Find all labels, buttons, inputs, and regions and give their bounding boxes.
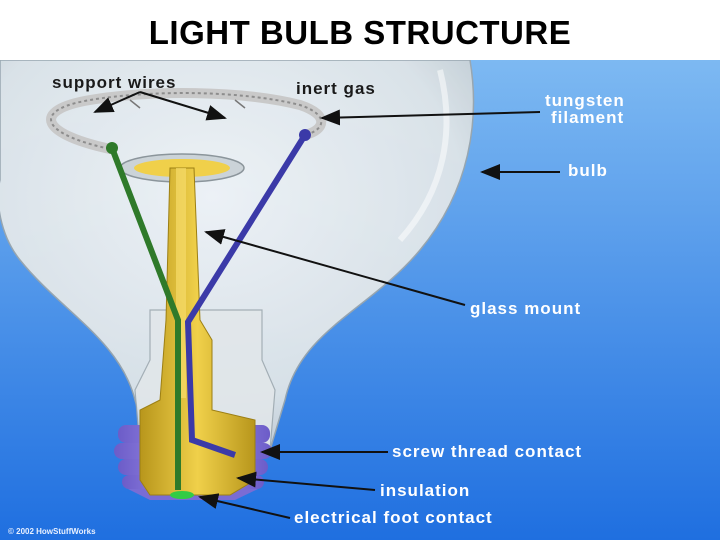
label-insulation: insulation <box>380 481 470 500</box>
arrow-electrical-foot-contact <box>198 493 291 519</box>
foot-contact-dot <box>170 491 194 499</box>
label-glass-mount: glass mount <box>470 299 581 318</box>
label-bulb: bulb <box>568 161 608 180</box>
label-tungsten: tungsten <box>545 91 625 110</box>
slide-title: LIGHT BULB STRUCTURE <box>148 14 572 51</box>
label-filament: filament <box>551 108 624 127</box>
arrow-support-wires-right <box>139 91 227 121</box>
arrow-tungsten-filament <box>320 109 541 126</box>
arrow-glass-mount <box>204 229 466 306</box>
tungsten-filament-coil <box>46 88 327 155</box>
green-lead-wire <box>109 146 181 490</box>
support-wire-left <box>129 99 141 109</box>
glass-mount <box>119 153 256 496</box>
label-electrical-foot-contact: electrical foot contact <box>294 508 493 527</box>
blue-lead-wire <box>184 133 308 458</box>
bulb-highlight <box>397 69 450 243</box>
support-wire-right <box>234 99 246 109</box>
label-inert-gas: inert gas <box>296 79 376 98</box>
blue-wire-joint <box>299 129 311 141</box>
copyright-notice: © 2002 HowStuffWorks <box>8 527 96 536</box>
arrow-insulation <box>236 471 376 491</box>
label-support-wires: support wires <box>52 73 176 92</box>
green-wire-joint <box>106 142 118 154</box>
label-screw-thread-contact: screw thread contact <box>392 442 582 461</box>
arrow-support-wires-left <box>93 91 141 113</box>
light-bulb-diagram: support wires inert gas tungsten filamen… <box>0 60 720 540</box>
